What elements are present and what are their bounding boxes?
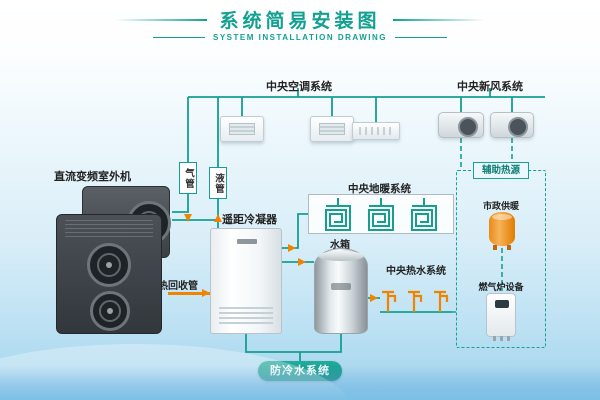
flow-arrow-icon [202,289,210,297]
flow-arrow-icon [370,294,378,302]
flow-arrow-icon [288,244,296,252]
label-central-ac-system: 中央空调系统 [266,81,332,93]
heating-coil-icon [325,198,351,231]
heating-coil-icon [411,198,437,231]
title-decoration-line-right [392,18,485,21]
water-tank-icon [314,248,368,334]
fan-icon [90,291,130,331]
subheader: SYSTEM INSTALLATION DRAWING [0,33,600,42]
aux-heat-badge: 辅助热源 [473,162,529,179]
dashed-pipe-lines [452,138,513,313]
fan-icon [87,243,131,287]
condenser-cabinet-icon [210,228,282,334]
label-fresh-air-system: 中央新风系统 [457,81,523,93]
fresh-air-unit-icon [438,112,484,138]
cassette-ac-icon [220,116,264,142]
heating-coil-icon [368,198,394,231]
page-subtitle: SYSTEM INSTALLATION DRAWING [213,33,387,42]
label-municipal-heating: 市政供暖 [482,201,519,211]
header: 系统简易安装图 [0,6,600,33]
flow-arrow-icon [214,214,222,222]
outdoor-unit-front-body [56,214,162,334]
faucet-icon [434,290,449,312]
label-water-tank: 水箱 [330,240,350,251]
liquid-pipe-tag: 液管 [209,167,227,199]
label-outdoor-unit: 直流变频室外机 [54,171,131,183]
subtitle-line-right [394,37,447,38]
heat-recovery-pipe [168,292,210,295]
ducted-ac-icon [352,122,400,140]
title-decoration-line-left [115,18,208,21]
bottom-band-decoration [0,366,600,400]
label-heat-recovery-pipe: 热回收管 [158,281,198,292]
flow-arrow-icon [298,258,306,266]
label-floor-heating-system: 中央地暖系统 [348,183,411,195]
label-condenser: 遥距冷凝器 [222,214,277,226]
label-gas-furnace: 燃气炉设备 [478,282,524,292]
faucet-icon [408,290,423,312]
municipal-heating-tank-icon [489,212,515,250]
grille-icon [65,220,153,238]
page-title: 系统简易安装图 [219,11,381,32]
faucet-icon [382,290,397,312]
outdoor-unit-illustration [56,184,172,336]
label-hot-water-system: 中央热水系统 [386,266,446,277]
subtitle-line-left [153,37,205,38]
gas-pipe-tag: 气管 [179,162,197,194]
gas-boiler-icon [486,293,516,341]
fresh-air-unit-icon [490,112,534,138]
cassette-ac-icon [310,116,354,142]
flow-arrow-icon [184,214,192,222]
